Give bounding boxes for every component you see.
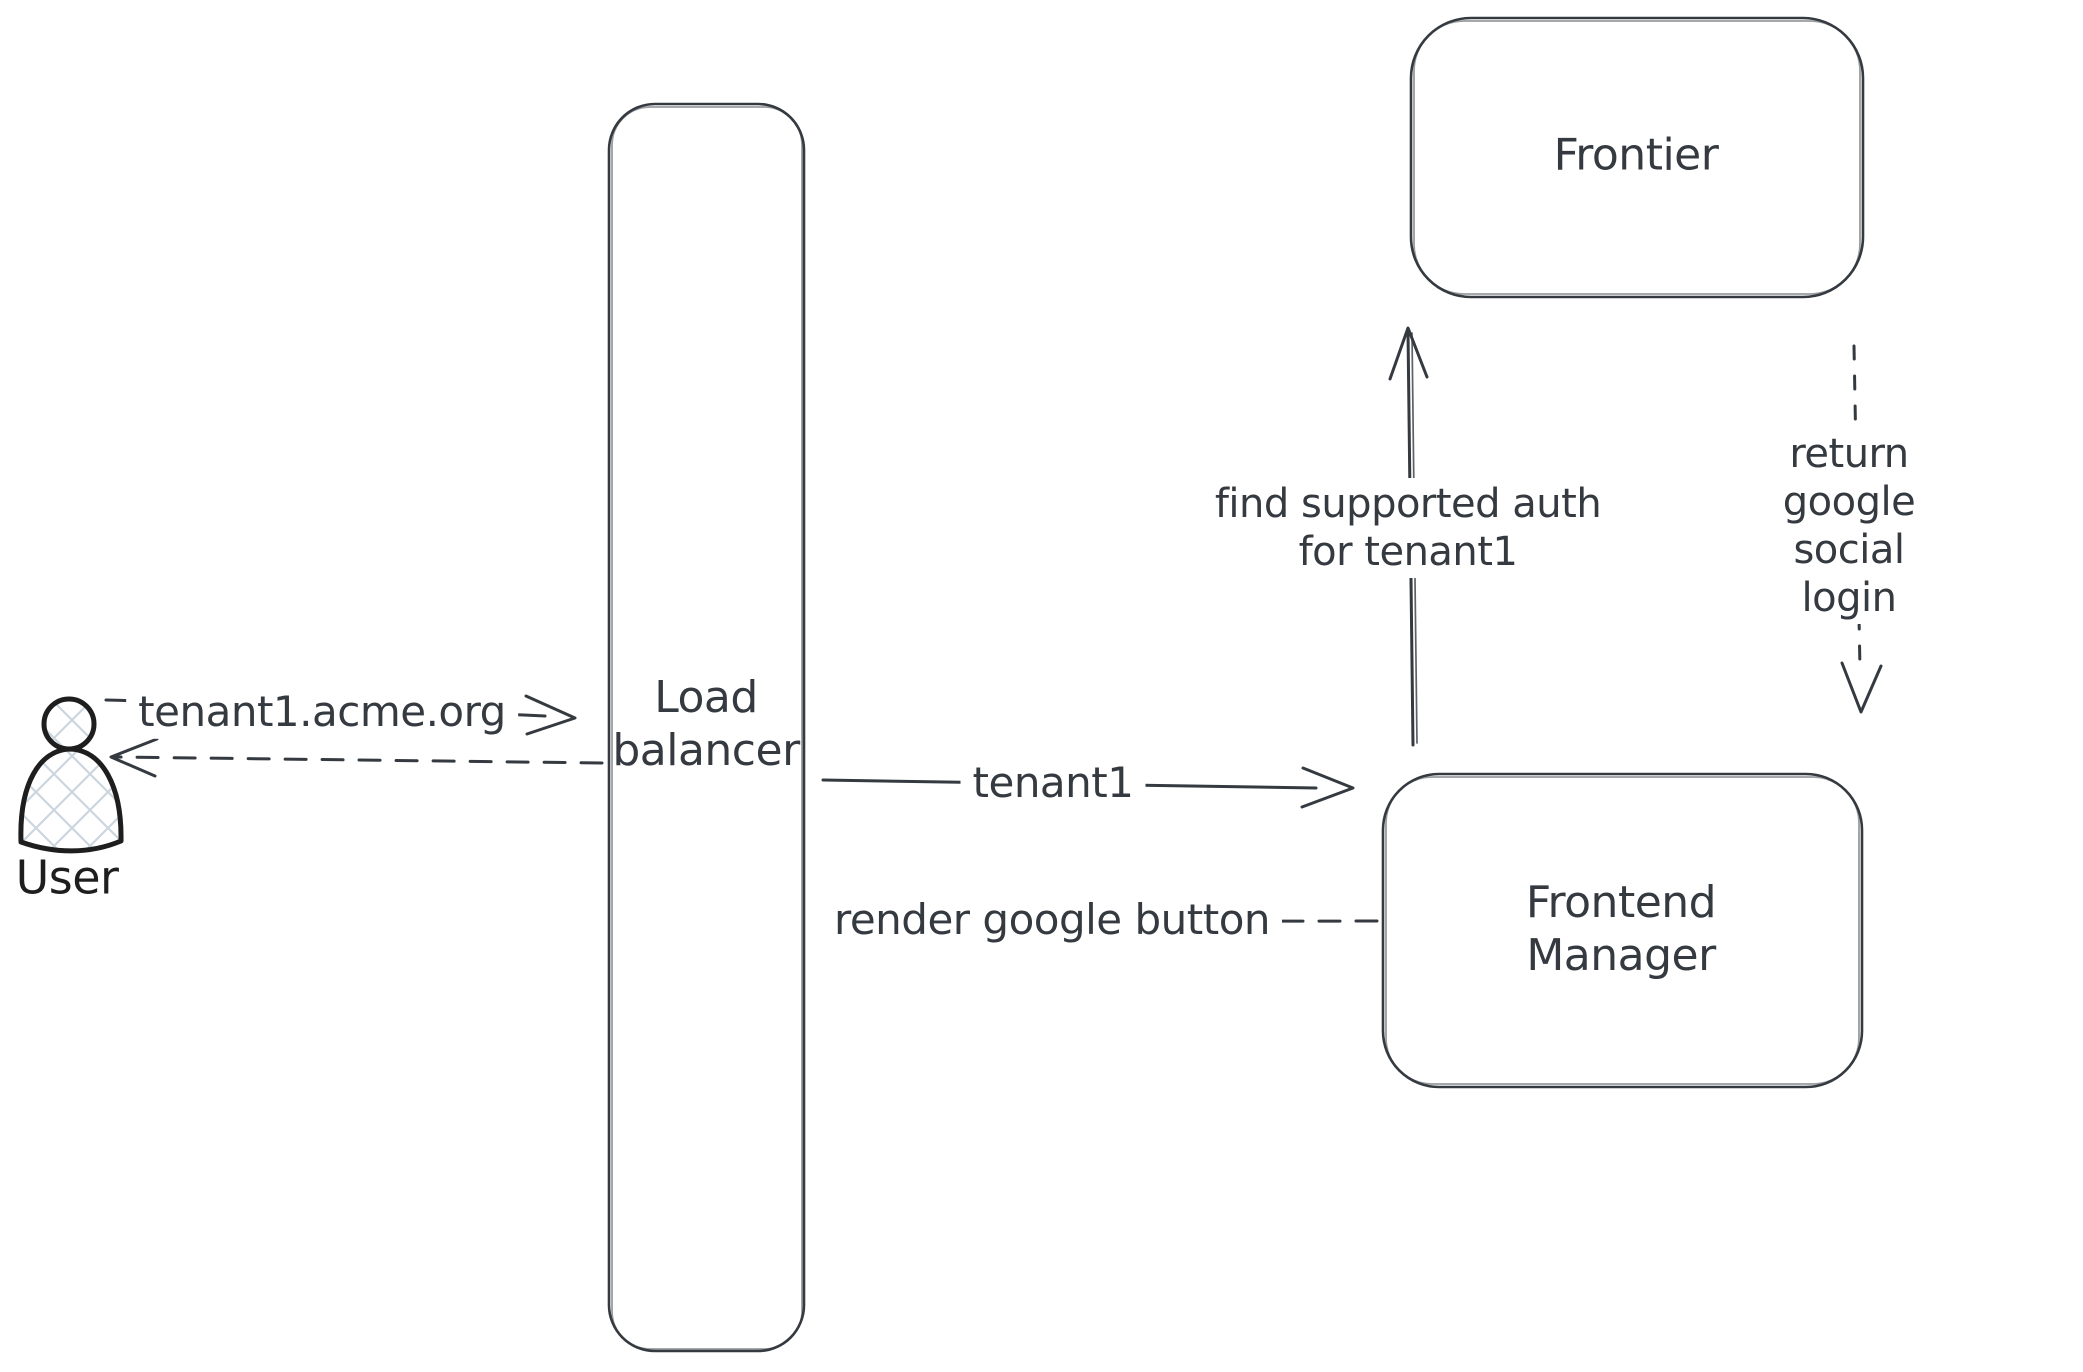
frontend-manager-label: Frontend Manager	[1525, 877, 1717, 981]
render-google-button-edge-label: render google button	[821, 892, 1283, 948]
loadbalancer-to-user-arrow	[109, 737, 604, 778]
frontier-box	[1409, 16, 1865, 299]
return-google-social-login-edge-label: return google social login	[1732, 428, 1966, 624]
find-supported-auth-edge-label: find supported auth for tenant1	[1202, 478, 1614, 578]
load-balancer-box	[607, 102, 806, 1353]
user-icon	[18, 696, 124, 854]
frontend-manager-box	[1381, 772, 1864, 1089]
tenant1-edge-label: tenant1	[960, 755, 1146, 811]
tenant1-acme-org-edge-label: tenant1.acme.org	[126, 684, 518, 740]
user-label: User	[15, 850, 119, 905]
load-balancer-label: Load balancer	[612, 672, 800, 776]
frontier-label: Frontier	[1553, 129, 1719, 181]
